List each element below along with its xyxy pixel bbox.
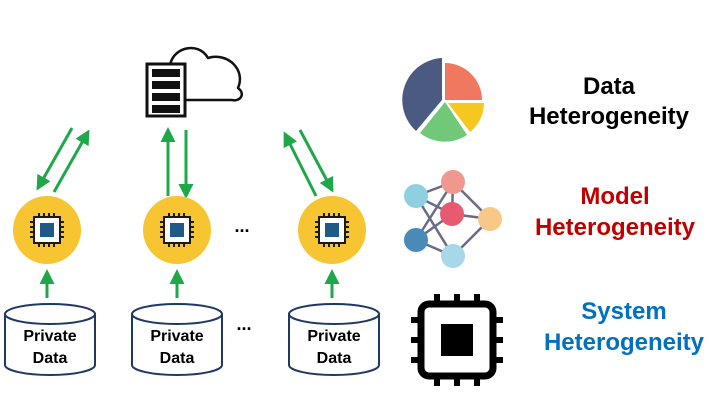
- neural-network-icon: [404, 170, 502, 268]
- data-to-device-arrows: [39, 269, 340, 298]
- upload-download-arrows: [36, 127, 334, 199]
- storage-ellipsis: ...: [236, 314, 251, 334]
- device-ellipsis: ...: [234, 216, 249, 236]
- legend-model-line2: Heterogeneity: [535, 214, 696, 241]
- storage-label-line2: Data: [317, 350, 352, 367]
- chip-icon: [30, 213, 64, 247]
- legend-system-line1: System: [581, 298, 666, 325]
- chip-icon: [315, 213, 349, 247]
- device-2: [143, 196, 211, 264]
- pie-chart-icon: [402, 58, 484, 142]
- legend-system-line2: Heterogeneity: [544, 329, 705, 356]
- storage-label-line2: Data: [33, 350, 68, 367]
- chip-icon: [160, 213, 194, 247]
- private-data-storage-2: Private Data: [131, 303, 223, 376]
- legend-model-line1: Model: [580, 183, 649, 210]
- server-cloud-icon: [145, 46, 243, 118]
- device-3: [298, 196, 366, 264]
- private-data-storage-3: Private Data: [288, 303, 380, 376]
- storage-label-line1: Private: [23, 328, 76, 345]
- legend-data-line2: Heterogeneity: [529, 103, 690, 130]
- storage-label-line1: Private: [307, 328, 360, 345]
- processor-chip-icon: [411, 294, 503, 386]
- storage-label-line1: Private: [150, 328, 203, 345]
- legend-data-line1: Data: [583, 73, 636, 100]
- private-data-storage-1: Private Data: [4, 303, 96, 376]
- storage-label-line2: Data: [160, 350, 195, 367]
- device-1: [13, 196, 81, 264]
